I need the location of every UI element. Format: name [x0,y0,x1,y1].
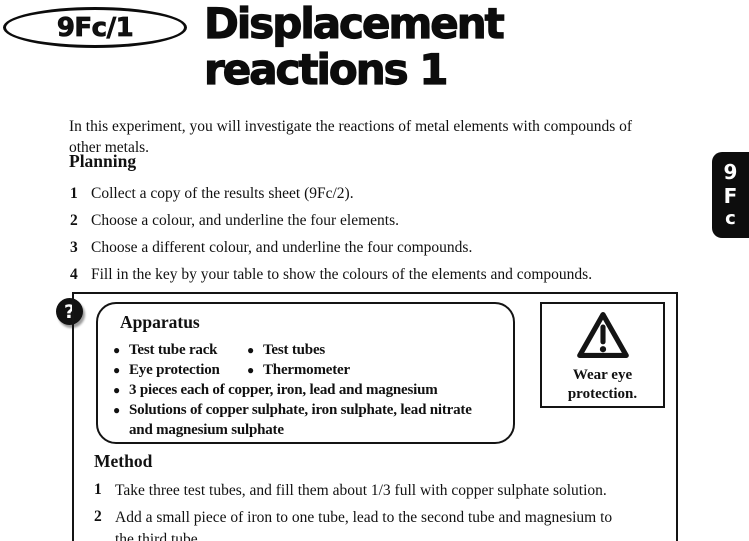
planning-steps-list: 1 Collect a copy of the results sheet (9… [70,184,695,292]
step-number: 1 [70,185,78,202]
step-number: 2 [94,508,102,525]
bullet-icon: ● [113,343,121,357]
bullet-icon: ● [247,343,255,357]
apparatus-row: ● Eye protection ● Thermometer [113,360,503,380]
apparatus-item: Thermometer [263,362,350,378]
planning-heading: Planning [69,151,137,171]
apparatus-item: Solutions of copper sulphate, iron sulph… [129,402,472,438]
step-text: Take three test tubes, and fill them abo… [115,482,607,499]
apparatus-row: ● Solutions of copper sulphate, iron sul… [113,400,503,440]
planning-step: 2 Choose a colour, and underline the fou… [70,211,695,231]
worksheet-code: 9Fc/1 [56,12,134,43]
bullet-icon: ● [113,383,121,397]
planning-step: 3 Choose a different colour, and underli… [70,238,695,258]
method-step: 2 Add a small piece of iron to one tube,… [94,507,669,541]
step-number: 3 [70,239,78,256]
experiment-box: Apparatus ● Test tube rack ● Test tubes … [72,292,678,541]
apparatus-item: Test tubes [263,342,326,358]
bullet-icon: ● [247,363,255,377]
apparatus-item: Test tube rack [129,342,218,358]
step-number: 4 [70,266,78,283]
unit-tab-char: 9 [723,160,738,184]
apparatus-heading: Apparatus [120,312,200,332]
worksheet-code-badge: 9Fc/1 [3,7,187,48]
unit-tab-char: c [725,208,736,229]
method-section: Method 1 Take three test tubes, and fill… [94,451,669,541]
apparatus-row: ● Test tube rack ● Test tubes [113,340,503,360]
step-number: 2 [70,212,78,229]
step-text: Choose a colour, and underline the four … [91,212,399,229]
apparatus-item: Eye protection [129,362,220,378]
intro-paragraph: In this experiment, you will investigate… [69,118,633,156]
planning-step: 1 Collect a copy of the results sheet (9… [70,184,695,204]
bullet-icon: ● [113,363,121,377]
step-text: Add a small piece of iron to one tube, l… [115,509,613,541]
step-text: Choose a different colour, and underline… [91,239,473,256]
bullet-icon: ● [113,403,121,417]
question-mark-icon: ? [56,298,83,325]
warning-triangle-icon [576,311,629,359]
page-title-line2: reactions 1 [203,45,449,94]
step-text: Fill in the key by your table to show th… [91,266,593,283]
warning-text: Wear eye protection. [567,367,638,402]
apparatus-box: Apparatus ● Test tube rack ● Test tubes … [96,302,515,444]
question-mark-glyph: ? [63,300,76,323]
planning-step: 4 Fill in the key by your table to show … [70,265,695,285]
page-title-line1: Displacement [203,0,505,48]
step-text: Collect a copy of the results sheet (9Fc… [91,185,354,202]
method-step: 1 Take three test tubes, and fill them a… [94,480,669,502]
step-number: 1 [94,481,102,498]
apparatus-item: 3 pieces each of copper, iron, lead and … [129,382,438,398]
apparatus-row: ● 3 pieces each of copper, iron, lead an… [113,380,503,400]
unit-tab-char: F [723,184,738,208]
safety-warning-box: Wear eye protection. [540,302,665,408]
method-heading: Method [94,451,153,471]
page-title: Displacement reactions 1 [203,0,505,94]
unit-tab: 9 F c [712,152,749,238]
